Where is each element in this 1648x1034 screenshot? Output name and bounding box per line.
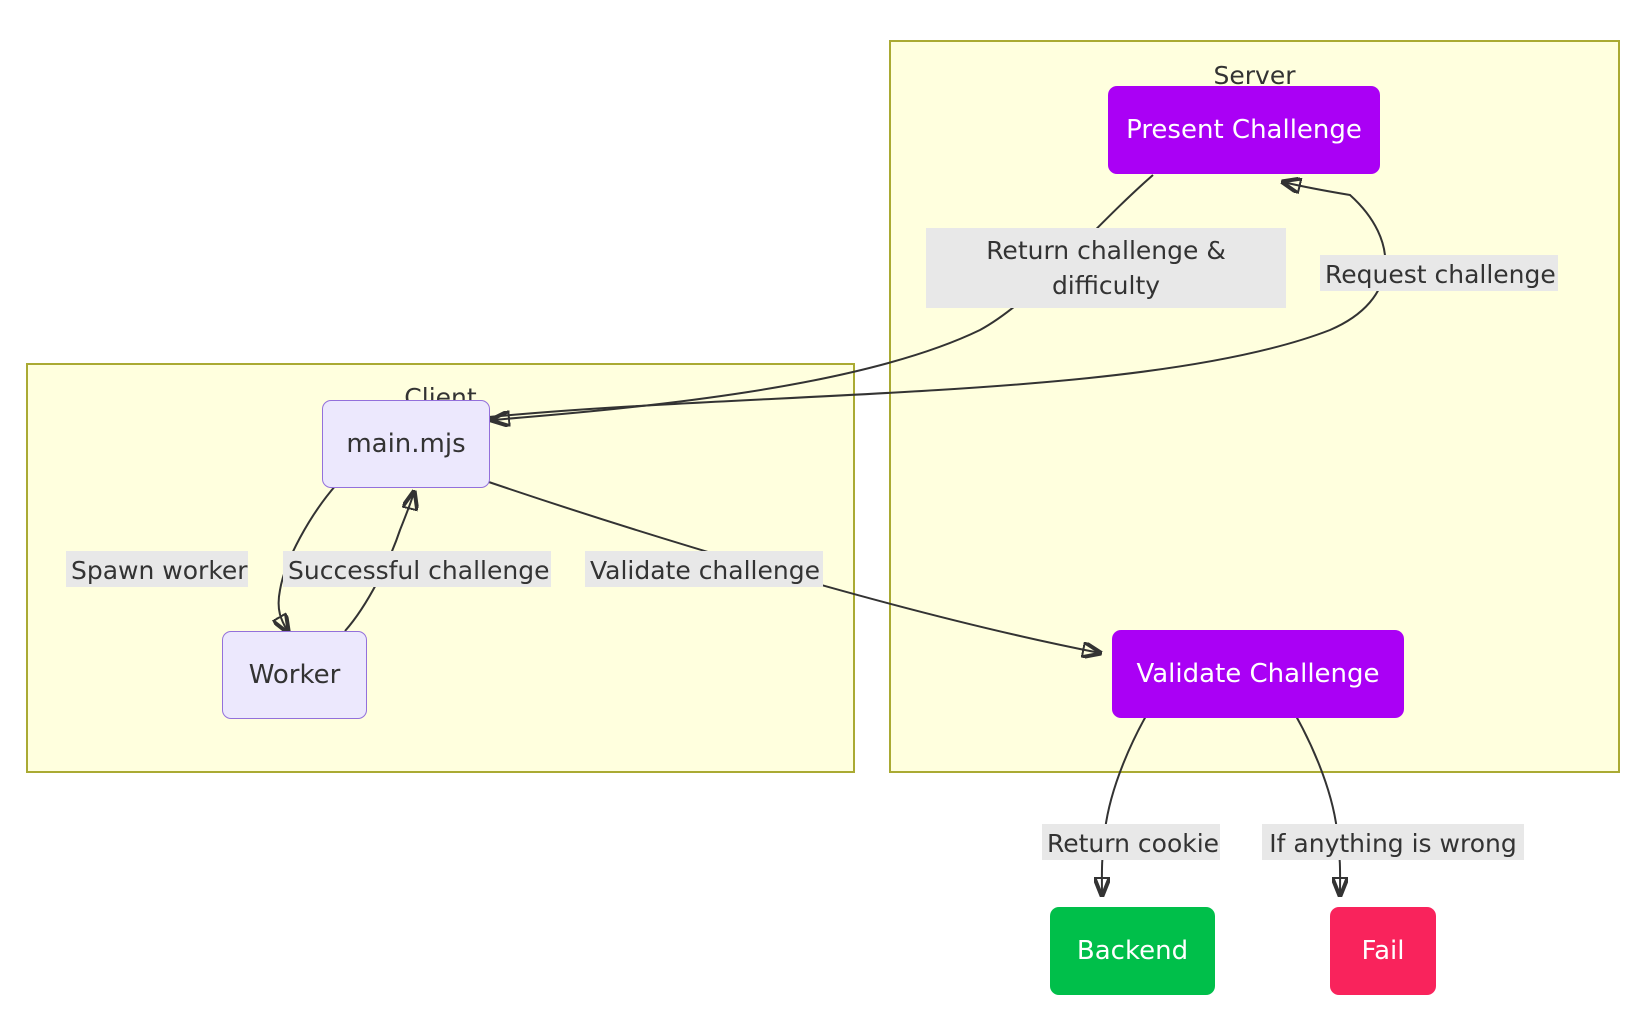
edge-label-return-challenge-difficulty: Return challenge & difficulty — [926, 228, 1286, 308]
node-main-mjs[interactable]: main.mjs — [322, 400, 490, 488]
node-backend-label: Backend — [1076, 935, 1189, 966]
node-main-mjs-label: main.mjs — [346, 428, 466, 459]
node-fail-label: Fail — [1361, 935, 1405, 966]
node-validate-challenge[interactable]: Validate Challenge — [1112, 630, 1404, 718]
node-fail[interactable]: Fail — [1330, 907, 1436, 995]
edge-label-spawn-worker: Spawn worker — [66, 551, 248, 587]
edge-label-request-challenge: Request challenge — [1320, 255, 1558, 291]
node-present-challenge[interactable]: Present Challenge — [1108, 86, 1380, 174]
node-worker-label: Worker — [248, 659, 341, 690]
edge-label-return-cookie: Return cookie — [1042, 824, 1220, 860]
edge-label-if-anything-is-wrong: If anything is wrong — [1262, 824, 1524, 860]
node-worker[interactable]: Worker — [222, 631, 367, 719]
edge-label-validate-challenge: Validate challenge — [585, 551, 823, 587]
edge-label-successful-challenge: Successful challenge — [283, 551, 551, 587]
cluster-server-title: Server — [1213, 61, 1296, 90]
node-present-challenge-label: Present Challenge — [1126, 114, 1362, 145]
node-backend[interactable]: Backend — [1050, 907, 1215, 995]
node-validate-challenge-label: Validate Challenge — [1136, 658, 1380, 689]
